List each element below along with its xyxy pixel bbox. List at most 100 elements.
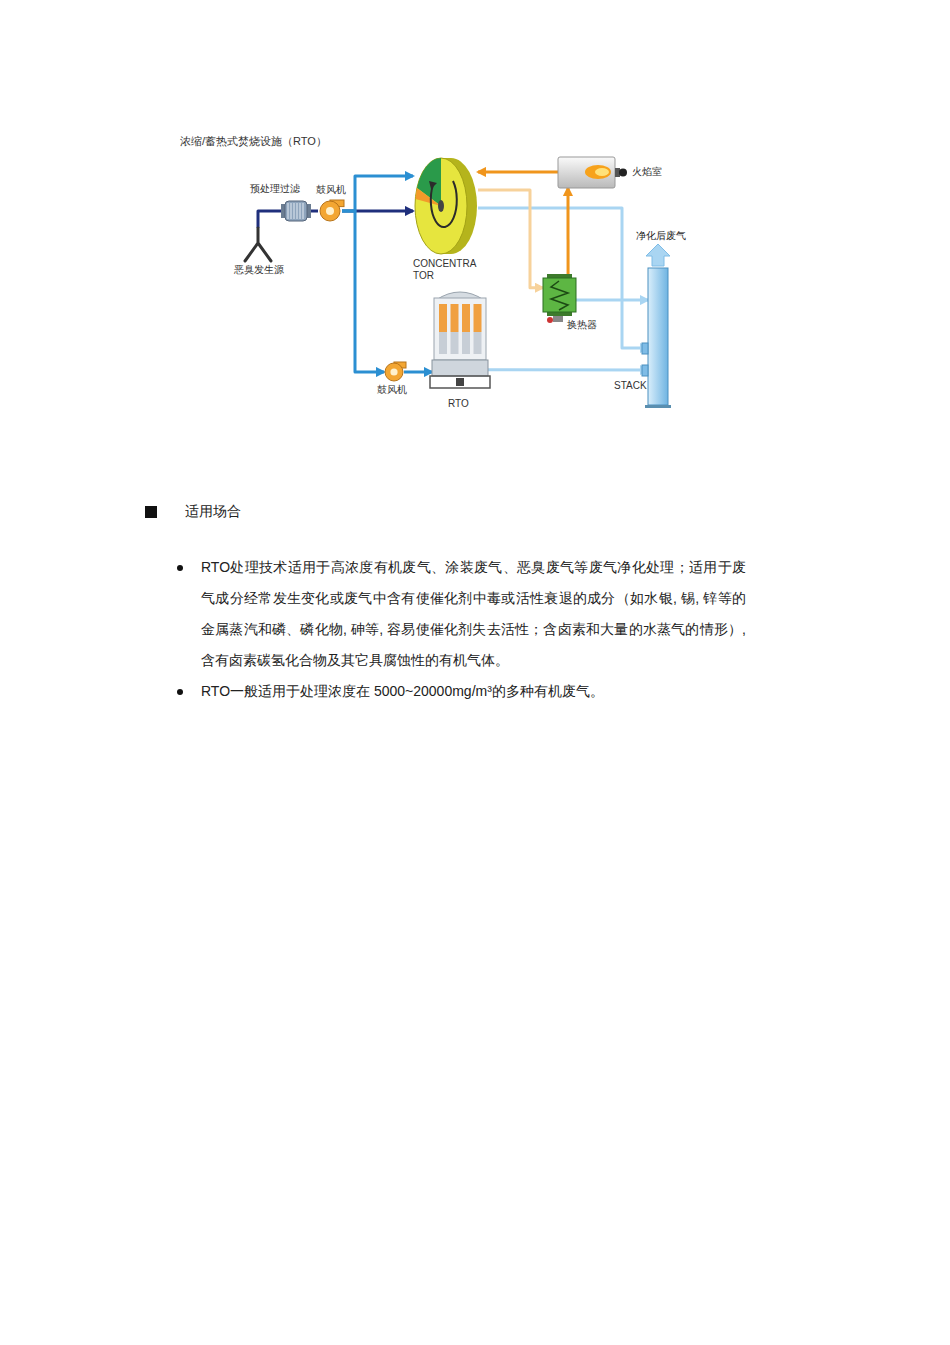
shape-part (642, 365, 648, 376)
shape-part (432, 360, 488, 376)
shape-part (415, 158, 467, 254)
node-label: 恶臭发生源 (234, 264, 284, 276)
shape-part (430, 292, 490, 388)
shape-part (595, 168, 609, 176)
node-label: 预处理过滤 (250, 183, 300, 195)
valve-body (553, 316, 563, 322)
node-label: 鼓风机 (377, 384, 407, 396)
shape-part (240, 228, 276, 262)
concentrator-wheel: CONCENTRA TOR (413, 157, 478, 255)
bullet-dot (177, 565, 183, 571)
shape-part (291, 203, 292, 219)
shape-part (320, 201, 340, 221)
shape-part (619, 169, 627, 177)
rto-tower: RTO (432, 288, 488, 376)
shape-part (384, 362, 404, 382)
shape-part (648, 268, 668, 405)
flow-connector (488, 368, 648, 371)
filter-unit: 预处理过滤 (283, 201, 309, 221)
node-label: 火焰室 (632, 166, 662, 178)
bullet-item: RTO一般适用于处理浓度在 5000~20000mg/m³的多种有机废气。 (201, 676, 746, 707)
shape-part (451, 332, 459, 354)
shape-part (385, 363, 403, 381)
shape-part (390, 368, 397, 375)
flow-connector (478, 208, 648, 348)
shape-part (429, 181, 437, 189)
source-symbol: 恶臭发生源 (240, 228, 276, 262)
shape-part (385, 362, 406, 381)
shape-part (439, 332, 447, 354)
shape-part (432, 288, 488, 376)
bullet-dot (177, 689, 183, 695)
node-label: RTO (448, 398, 469, 410)
flow-connector (478, 170, 558, 173)
flow-connector (342, 176, 413, 211)
heat-exchanger: 换热器 (543, 277, 576, 313)
shape-part (645, 405, 671, 408)
shape-part (245, 228, 271, 261)
flow-connector (566, 188, 569, 277)
bullet-item: RTO处理技术适用于高浓度有机废气、涂装废气、恶臭废气等废气净化处理；适用于废气… (201, 552, 746, 676)
diagram-title: 浓缩/蓄热式焚烧设施（RTO） (180, 134, 327, 149)
flame-chamber: 火焰室 (558, 157, 615, 188)
shape-part (416, 188, 442, 206)
bullet-text: RTO一般适用于处理浓度在 5000~20000mg/m³的多种有机废气。 (201, 676, 746, 707)
shape-part (281, 204, 285, 218)
flow-connector (478, 190, 543, 288)
shape-part (245, 228, 271, 261)
shape-part (413, 157, 478, 255)
outlet-arrow (646, 244, 670, 266)
shape-part (648, 268, 668, 405)
blower-fan: 鼓风机 (318, 200, 342, 222)
shape-part (543, 274, 576, 316)
flow-connector (404, 371, 432, 374)
bullet-text: RTO处理技术适用于高浓度有机废气、涂装废气、恶臭废气等废气净化处理；适用于废气… (201, 552, 746, 676)
shape-part (430, 376, 490, 388)
shape-part (558, 157, 627, 188)
shape-part (456, 378, 464, 386)
shape-part (558, 157, 615, 188)
shape-part (543, 277, 576, 313)
blower-fan: 鼓风机 (384, 362, 404, 382)
valve-handle (547, 317, 553, 323)
flow-connector (258, 211, 283, 228)
shape-part (318, 200, 342, 222)
outlet-label: 净化后废气 (636, 229, 686, 243)
shape-part (451, 304, 459, 332)
shape-part (285, 201, 307, 221)
shape-part (474, 332, 482, 354)
shape-part (558, 157, 615, 188)
shape-part (462, 304, 470, 332)
shape-part (431, 181, 457, 227)
shape-part (547, 274, 572, 278)
shape-part (642, 343, 648, 354)
exhaust-stack: STACK (648, 268, 668, 405)
shape-part (300, 203, 301, 219)
shape-part (283, 201, 309, 221)
flow-connector (342, 211, 384, 372)
shape-part (294, 203, 295, 219)
shape-part (438, 200, 444, 212)
node-label: CONCENTRA TOR (413, 258, 485, 282)
shape-part (288, 203, 289, 219)
shape-part (543, 278, 576, 312)
shape-part (462, 332, 470, 354)
node-label: STACK (614, 380, 647, 392)
shape-part (434, 298, 486, 360)
bullet-list: RTO处理技术适用于高浓度有机废气、涂装废气、恶臭废气等废气净化处理；适用于废气… (201, 552, 746, 707)
node-label: 换热器 (567, 319, 597, 331)
shape-part (415, 158, 477, 254)
shape-part (547, 312, 572, 316)
shape-part (326, 207, 334, 215)
flow-connector (576, 299, 648, 302)
shape-part (307, 204, 311, 218)
shape-part (320, 200, 344, 221)
shape-part (474, 304, 482, 332)
shape-part (439, 304, 447, 332)
section-square (145, 506, 157, 518)
section-heading: 适用场合 (185, 503, 241, 521)
shape-part (585, 165, 611, 179)
shape-part (281, 201, 311, 221)
node-label: 鼓风机 (316, 184, 346, 196)
